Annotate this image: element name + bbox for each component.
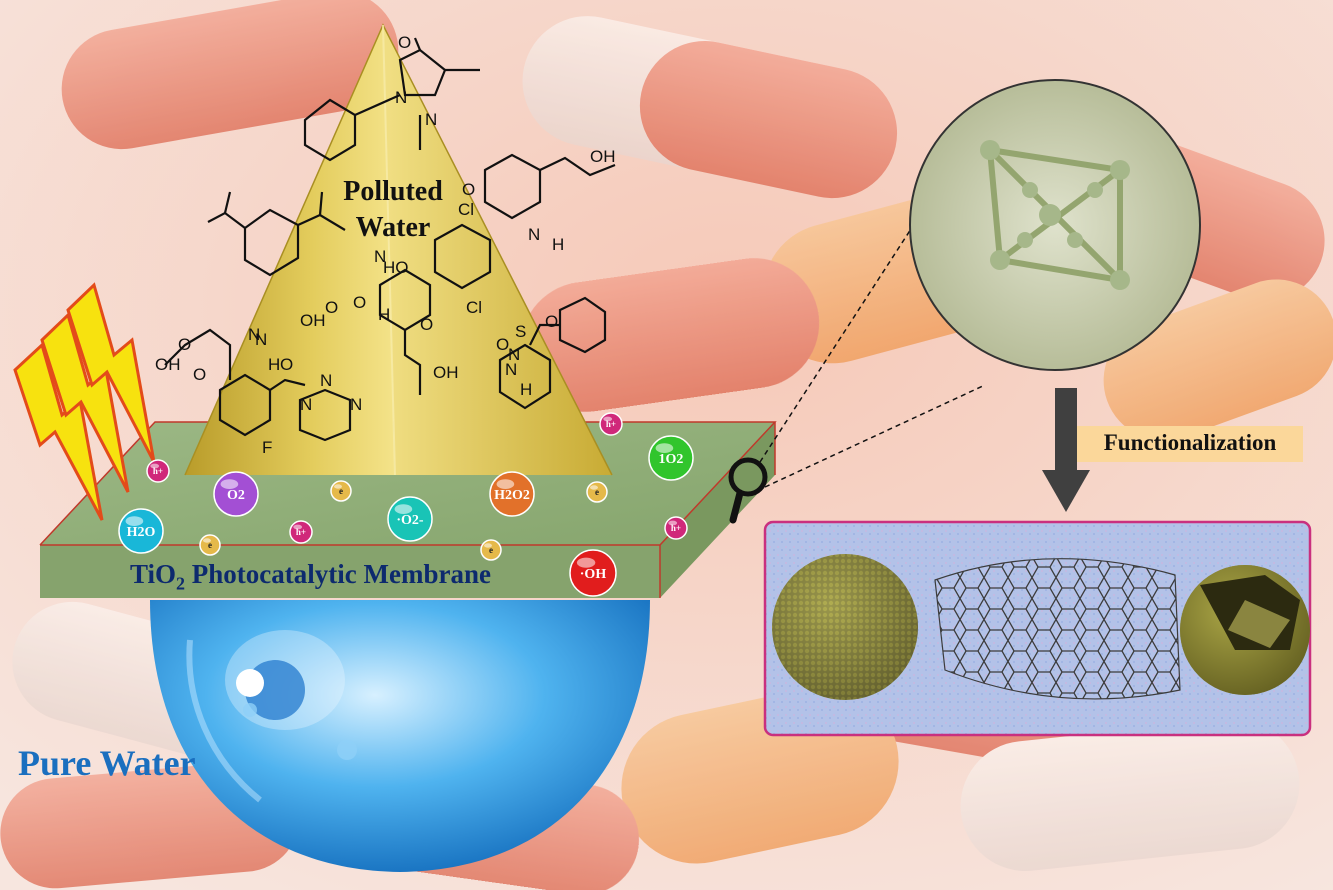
superoxide-ball: ·O2- [387,496,433,542]
membrane-label-prefix: TiO [130,559,177,589]
atom-label: N [425,110,437,129]
atom-label: O [280,355,293,374]
hole-species-label: h+ [671,523,681,533]
carbon-nanotube [934,558,1181,700]
capsule [960,719,1300,871]
h2o-species-label: H2O [127,525,156,540]
h2o2-species-label: H2O2 [494,488,530,503]
atom-label: OH [155,355,181,374]
atom-label: N [374,247,386,266]
atom-label: H [552,235,564,254]
hole-ball: h+ [664,516,688,540]
hole-species-label: h+ [606,419,616,429]
atom-label: OH [590,147,616,166]
atom-label: O [420,315,433,334]
atom-label: O [496,335,509,354]
atom-label: F [262,438,272,457]
atom-label: N [248,325,260,344]
atom-label: H [520,380,532,399]
atom-label: O [325,298,338,317]
light-irradiation [13,282,156,521]
atom-label: N [528,225,540,244]
functionalization-label-box [1077,426,1303,462]
atom-label: Cl [458,200,474,219]
atom-label: O [353,293,366,312]
electron-ball: e [199,534,221,556]
hole-species-label: h+ [296,527,306,537]
atom-label: N [300,395,312,414]
electron-species-label: e [595,487,599,497]
atom-label: O [545,312,558,331]
electron-species-label: e [489,545,493,555]
down-arrow [1042,388,1090,512]
hydroxyl-species-label: ·OH [580,567,607,582]
hole-ball: h+ [599,412,623,436]
nanoparticle-sphere [772,554,918,700]
nanostructure-panel [763,520,1312,737]
atom-label: O [398,33,411,52]
functionalization-label: Functionalization [1103,430,1277,455]
atom-label: Cl [466,298,482,317]
singlet_o2-species-label: 1O2 [659,452,684,467]
capsule [520,258,820,412]
hole-ball: h+ [146,459,170,483]
polluted-water-label-line2: Water [355,212,431,243]
capsule [61,0,399,150]
pure-water-label: Pure Water [18,743,196,783]
polluted-water-pyramid [184,23,613,476]
atom-label: H [378,305,390,324]
water-drop [150,600,650,872]
lightning-bolt [40,312,130,493]
atom-label: N [350,395,362,414]
electron-species-label: e [208,540,212,550]
atom-label: N [255,330,267,349]
atom-label: OH [300,311,326,330]
capsule [639,41,898,199]
lightning-bolt [66,282,156,463]
h2o2-ball: H2O2 [489,471,535,517]
membrane-label-suffix: Photocatalytic Membrane [185,559,491,589]
atom-label: N [395,88,407,107]
electron-ball: e [330,480,352,502]
atom-label: N [320,371,332,390]
hole-species-label: h+ [153,466,163,476]
zoomed-crystal-view [909,79,1201,371]
lightning-bolt [13,342,104,521]
atom-label: O [178,335,191,354]
membrane-label-subscript: 2 [176,573,186,594]
atom-label: O [193,365,206,384]
hydroxyl-ball: ·OH [569,549,617,597]
singlet-o2-ball: 1O2 [648,435,694,481]
electron-ball: e [480,539,502,561]
atom-label: OH [433,363,459,382]
membrane-label: TiO2 Photocatalytic Membrane [130,559,491,594]
hole-ball: h+ [289,520,313,544]
atom-label: S [515,322,526,341]
polluted-water-label-line1: Polluted [343,176,443,207]
atom-label: N [508,345,520,364]
atom-label: H [268,355,280,374]
magnifier-icon [728,457,768,524]
superoxide-species-label: ·O2- [396,513,424,528]
hollow-sphere [1180,565,1310,695]
o2-species-label: O2 [227,488,245,503]
atom-label: O [462,180,475,199]
o2-ball: O2 [213,471,259,517]
zoom-line [759,194,934,463]
atom-label: N [505,360,517,379]
pharmaceutical-molecules [164,37,616,442]
h2o-ball: H2O [118,508,164,554]
electron-species-label: e [339,486,343,496]
zoom-line [764,384,986,488]
electron-ball: e [586,481,608,503]
atom-label: HO [383,258,409,277]
